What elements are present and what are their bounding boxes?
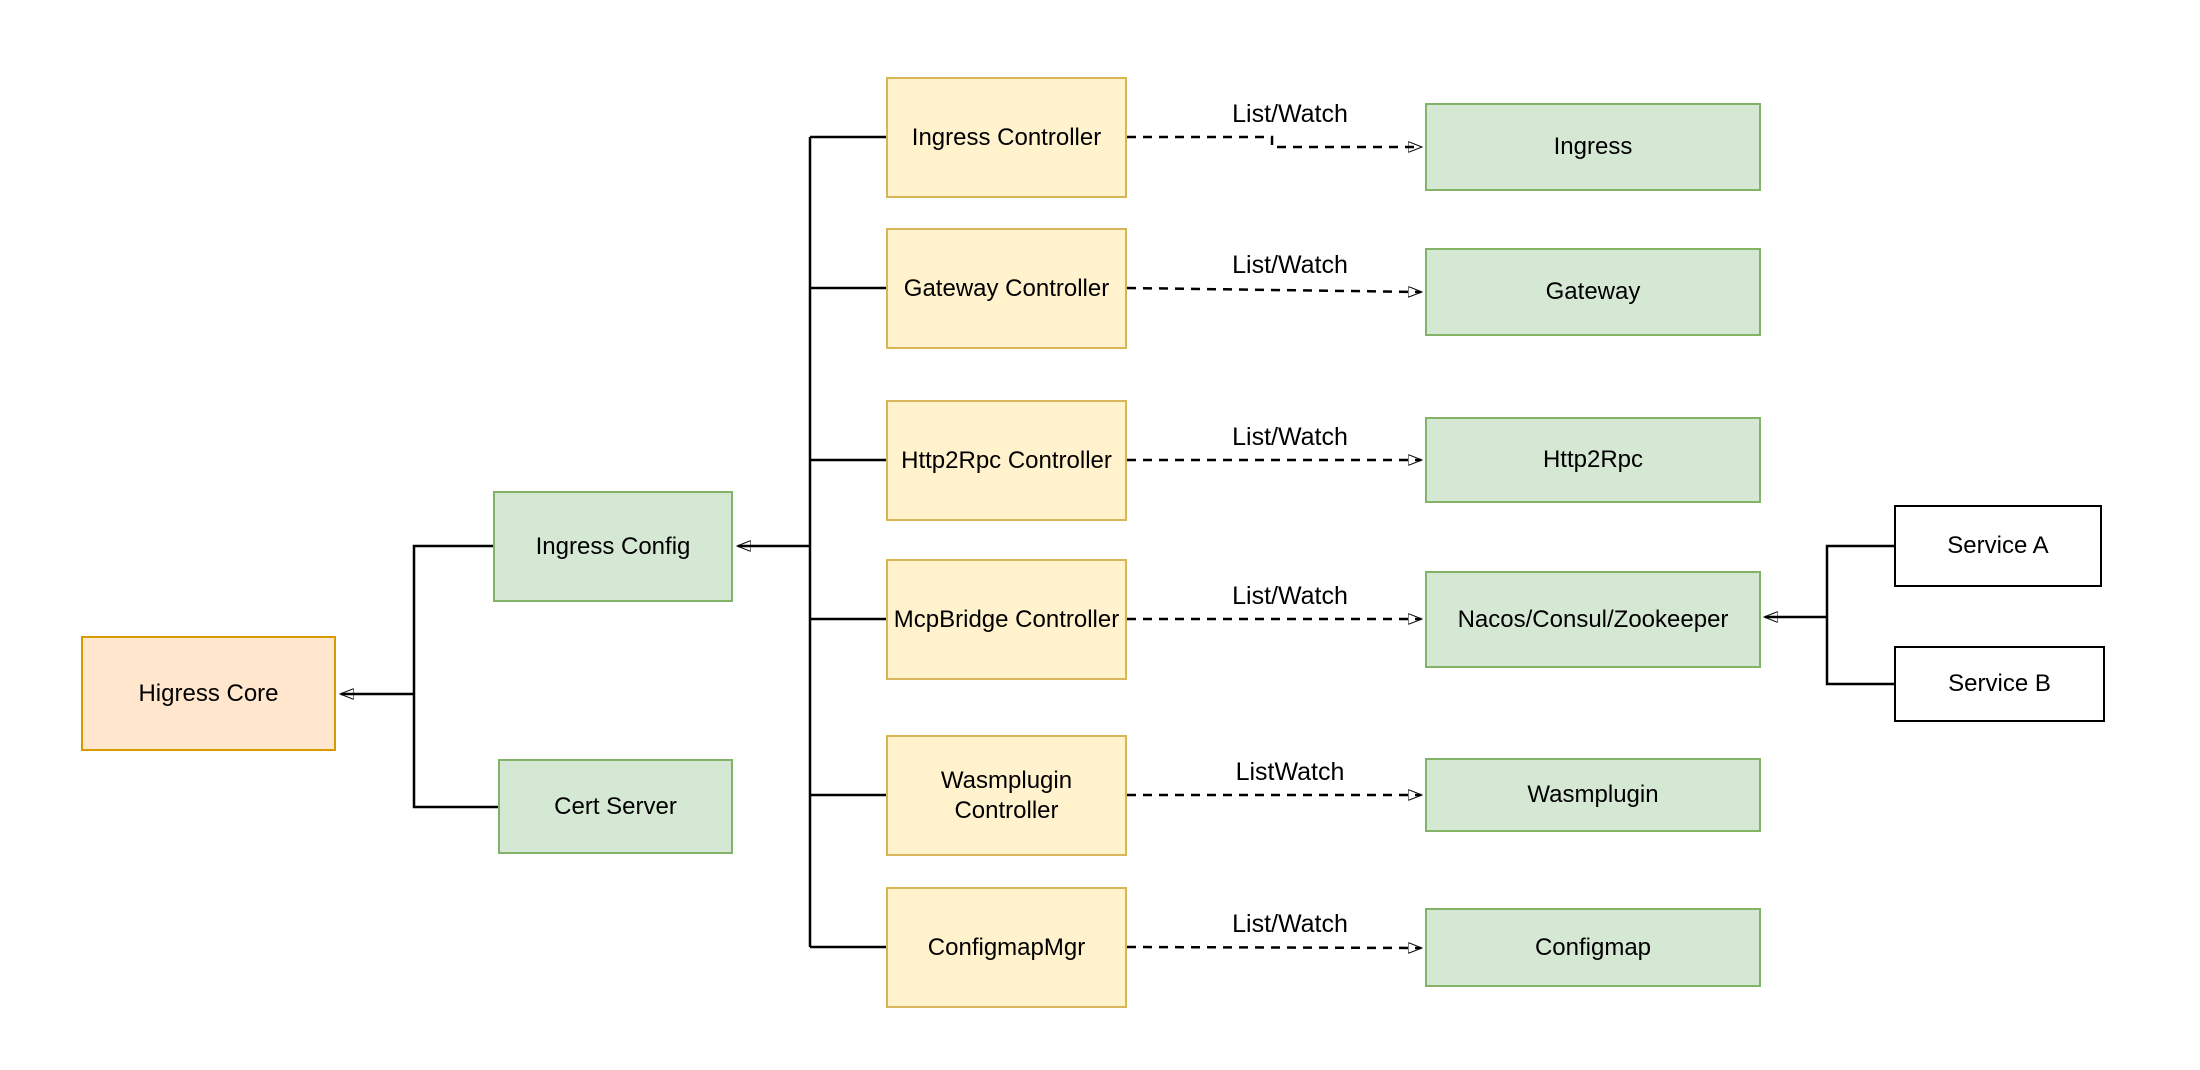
edge-listwatch-gateway [1126,288,1421,292]
node-service-b: Service B [1894,646,2105,722]
node-gateway-resource: Gateway [1425,248,1761,336]
edge-listwatch-ingress [1127,135,1421,147]
node-ingress-controller: Ingress Controller [886,77,1127,198]
node-mcpbridge-controller: McpBridge Controller [886,559,1127,680]
edge-label-listwatch-gateway: List/Watch [1232,251,1348,279]
node-gateway-controller-label: Gateway Controller [903,274,1110,302]
edge-config-tree [412,544,498,809]
node-ingress-resource-label: Ingress [1553,133,1633,160]
node-cert-server: Cert Server [498,759,733,854]
node-cert-server-label: Cert Server [554,792,677,820]
edge-label-listwatch-configmap: List/Watch [1232,910,1348,938]
node-mcpbridge-controller-label: McpBridge Controller [893,605,1120,633]
edge-listwatch-configmap [1126,947,1421,948]
node-higress-core-label: Higress Core [138,679,279,707]
node-ingress-config: Ingress Config [493,491,733,602]
edge-label-listwatch-wasmplugin: ListWatch [1235,758,1345,786]
node-http2rpc-controller-label: Http2Rpc Controller [901,446,1112,474]
node-configmap-resource-label: Configmap [1534,933,1652,961]
edge-service-bracket [1825,544,1894,686]
node-ingress-resource: Ingress [1425,103,1761,191]
node-wasmplugin-resource-label: Wasmplugin [1527,781,1659,808]
node-http2rpc-resource: Http2Rpc [1425,417,1761,503]
node-service-a-label: Service A [1947,532,2049,559]
node-service-a: Service A [1894,505,2102,587]
node-http2rpc-controller: Http2Rpc Controller [886,400,1127,521]
node-configmap-resource: Configmap [1425,908,1761,987]
edge-label-listwatch-ingress: List/Watch [1232,100,1348,128]
edge-label-listwatch-http2rpc: List/Watch [1232,423,1348,451]
node-configmapmgr: ConfigmapMgr [886,887,1127,1008]
node-higress-core: Higress Core [81,636,336,751]
node-gateway-controller: Gateway Controller [886,228,1127,349]
node-wasmplugin-controller-label: Wasmplugin Controller [940,766,1073,824]
node-ingress-controller-label: Ingress Controller [911,123,1102,151]
node-ingress-config-label: Ingress Config [535,532,691,560]
node-registry: Nacos/Consul/Zookeeper [1425,571,1761,668]
node-gateway-resource-label: Gateway [1545,278,1641,305]
edge-label-listwatch-mcpbridge: List/Watch [1232,582,1348,610]
node-registry-label: Nacos/Consul/Zookeeper [1457,605,1729,633]
node-wasmplugin-controller: Wasmplugin Controller [886,735,1127,856]
node-service-b-label: Service B [1948,670,2051,697]
node-http2rpc-resource-label: Http2Rpc [1542,446,1644,473]
node-configmapmgr-label: ConfigmapMgr [927,933,1086,961]
node-wasmplugin-resource: Wasmplugin [1425,758,1761,832]
